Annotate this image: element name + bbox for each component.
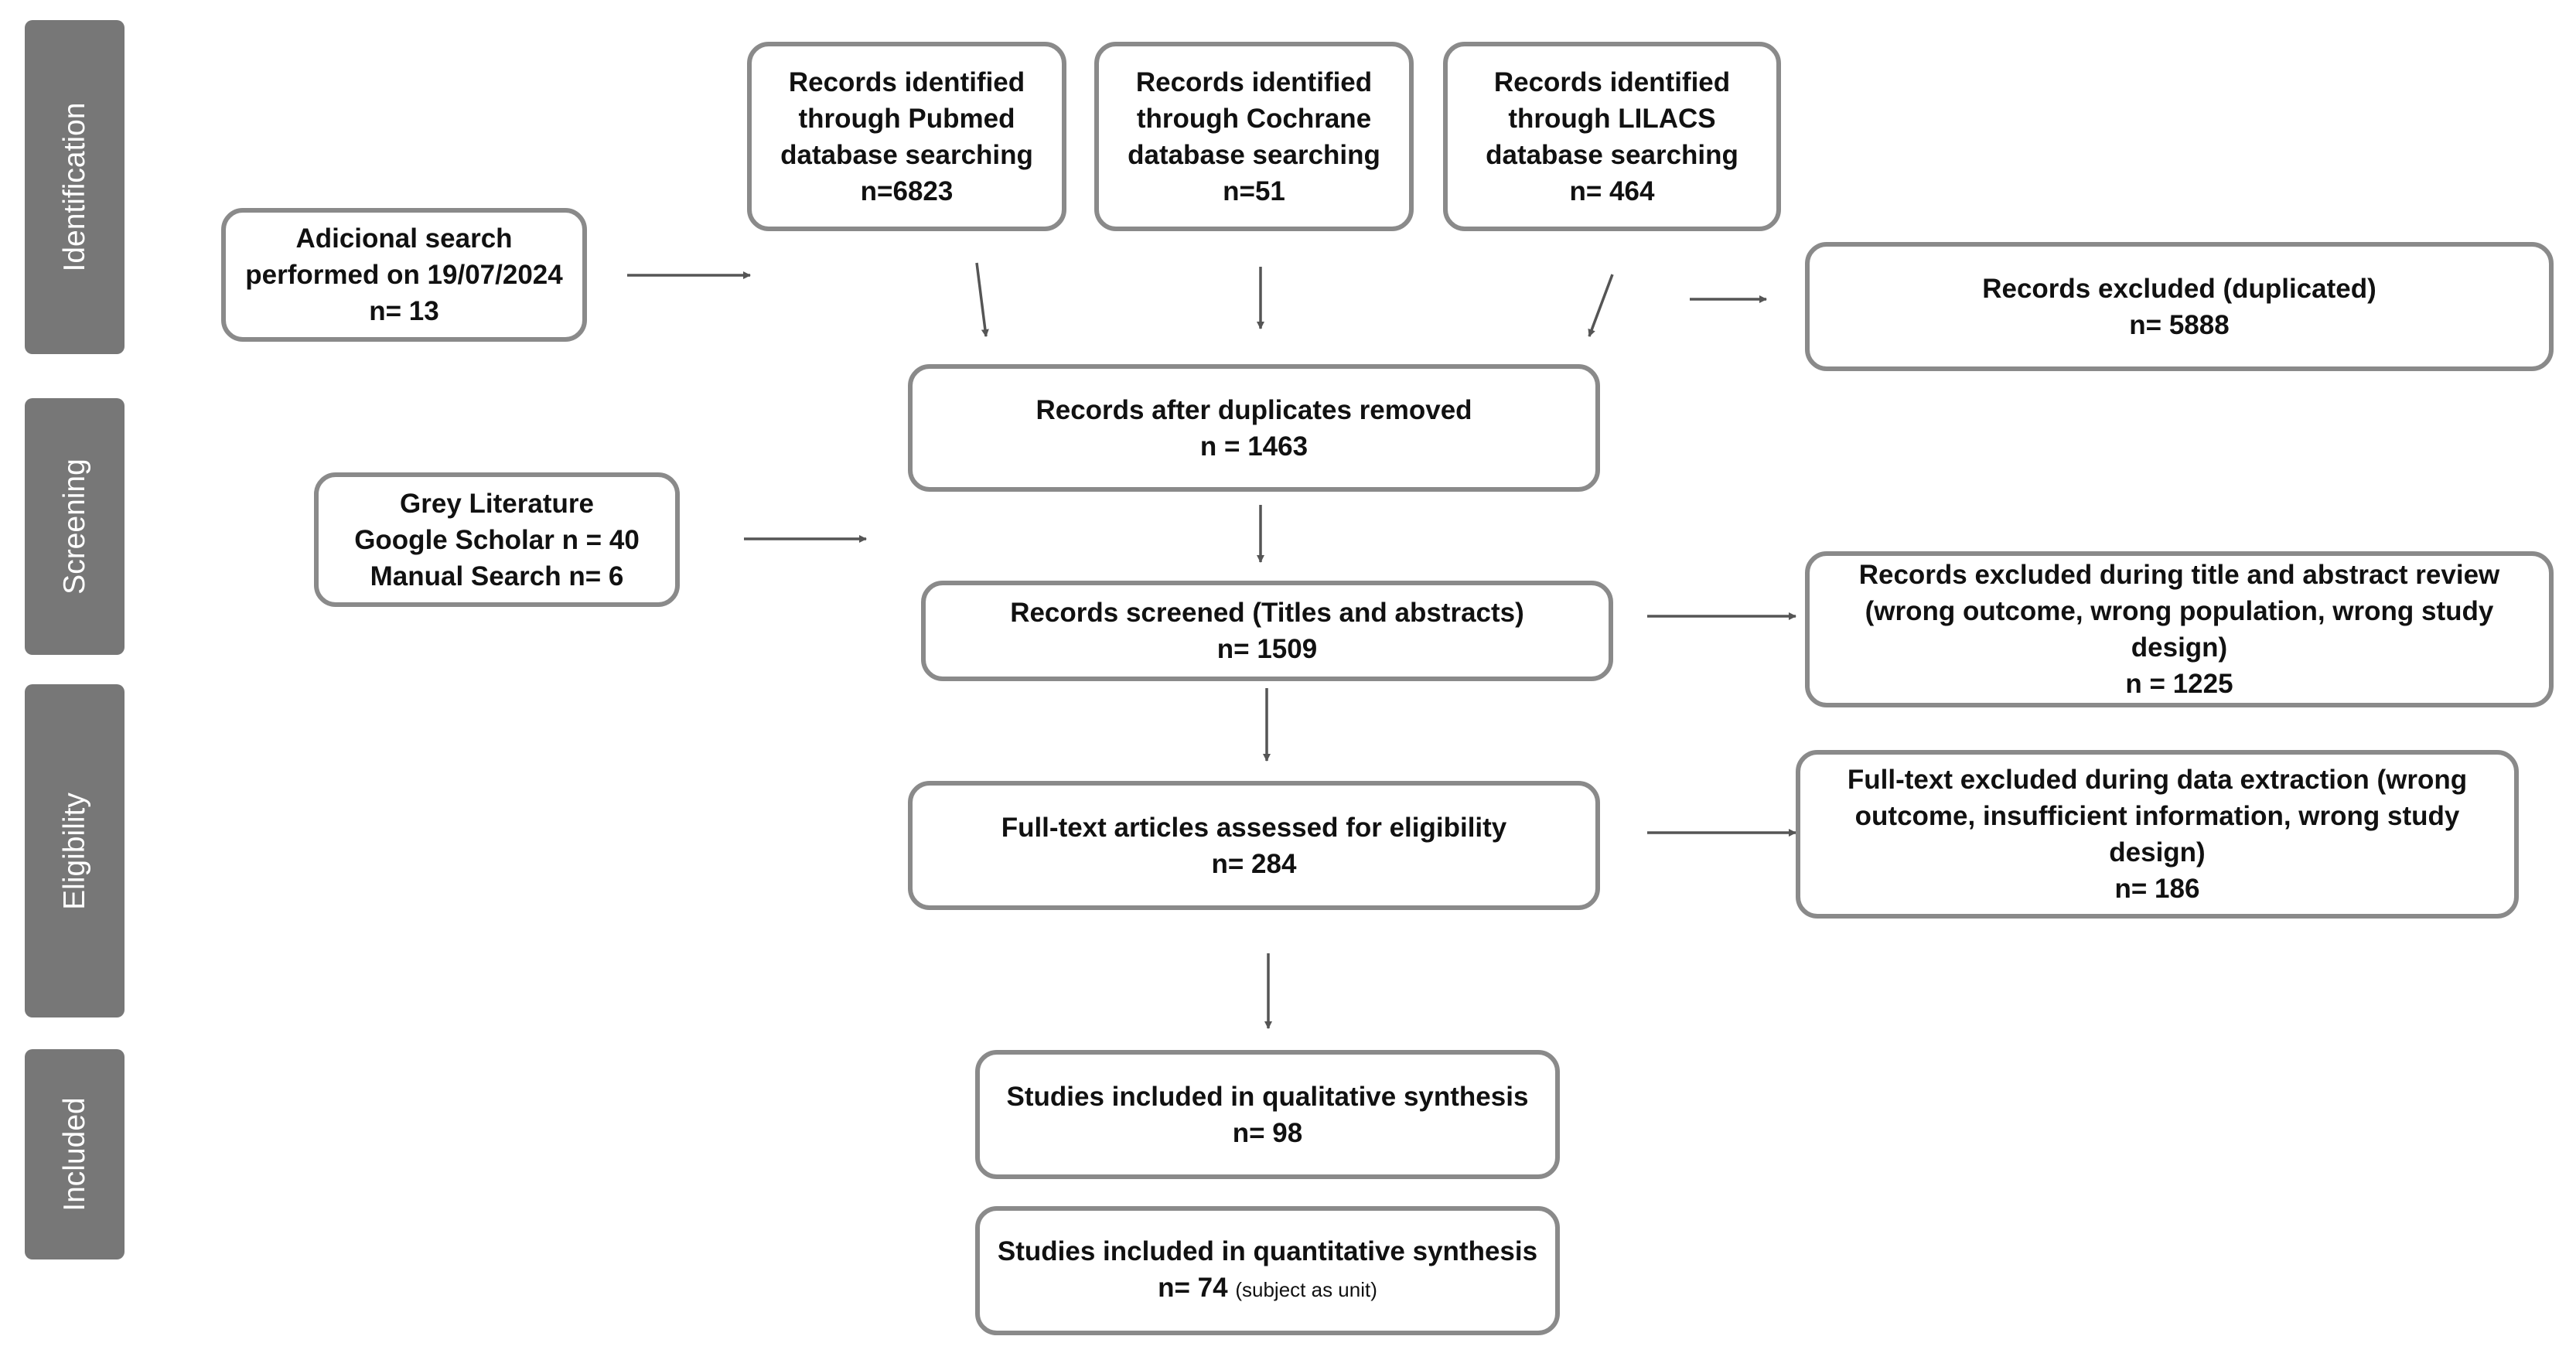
phase-included: Included <box>25 1049 125 1259</box>
arrow-lilacs-down <box>1588 274 1614 337</box>
box-cochrane: Records identified through Cochrane data… <box>1094 42 1414 231</box>
phase-screening: Screening <box>25 398 125 655</box>
box-records-excluded-title-abstract: Records excluded during title and abstra… <box>1805 551 2554 707</box>
box-after-duplicates-removed: Records after duplicates removed n = 146… <box>908 364 1600 492</box>
box-records-screened: Records screened (Titles and abstracts) … <box>921 581 1613 681</box>
box-additional-search: Adicional search performed on 19/07/2024… <box>221 208 587 342</box>
box-lilacs: Records identified through LILACS databa… <box>1443 42 1781 231</box>
quantitative-note: (subject as unit) <box>1235 1278 1377 1301</box>
box-qualitative-synthesis: Studies included in qualitative synthesi… <box>975 1050 1560 1179</box>
arrow-pubmed-down <box>975 262 989 337</box>
box-pubmed: Records identified through Pubmed databa… <box>747 42 1066 231</box>
box-fulltext-assessed: Full-text articles assessed for eligibil… <box>908 781 1600 910</box>
box-records-excluded-duplicated: Records excluded (duplicated) n= 5888 <box>1805 242 2554 371</box>
phase-identification: Identification <box>25 20 125 354</box>
box-grey-literature: Grey Literature Google Scholar n = 40 Ma… <box>314 472 680 607</box>
phase-eligibility: Eligibility <box>25 684 125 1017</box>
box-quantitative-synthesis: Studies included in quantitative synthes… <box>975 1206 1560 1335</box>
box-fulltext-excluded: Full-text excluded during data extractio… <box>1796 750 2519 919</box>
